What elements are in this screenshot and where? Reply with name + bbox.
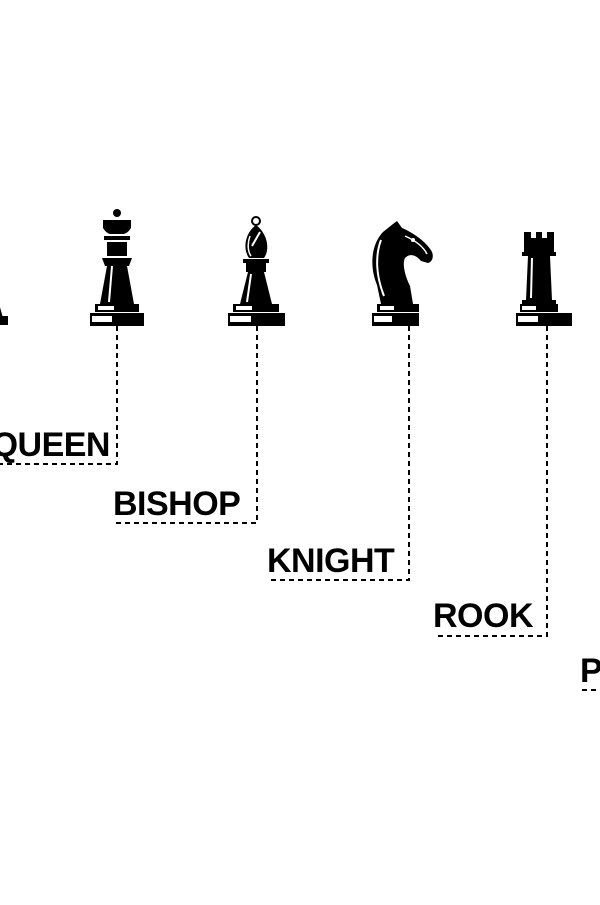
king-icon	[0, 307, 8, 325]
queen-connector	[0, 326, 118, 465]
pawn-label: P	[580, 652, 600, 690]
bishop-label: BISHOP	[113, 485, 240, 523]
bishop-icon	[228, 216, 285, 326]
knight-label: KNIGHT	[267, 542, 395, 580]
knight-connector	[269, 326, 410, 581]
rook-label: ROOK	[433, 597, 534, 635]
rook-icon	[516, 232, 572, 326]
queen-label: QUEEN	[0, 426, 110, 464]
bishop-connector	[115, 326, 258, 524]
rook-connector	[435, 326, 548, 637]
connector-lines	[0, 326, 600, 691]
queen-icon	[90, 209, 144, 326]
knight-icon	[372, 221, 433, 326]
